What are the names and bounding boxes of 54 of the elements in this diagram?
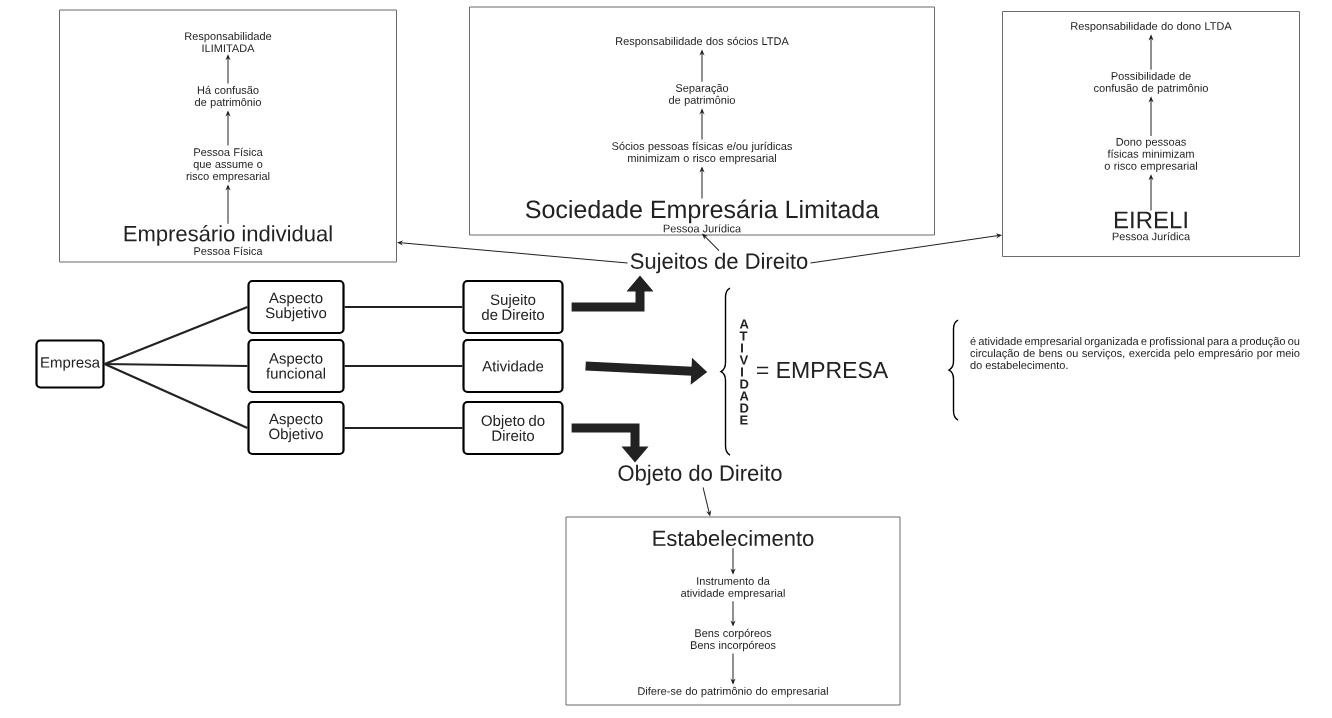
heading-text: Sujeitos de Direito: [630, 252, 808, 274]
arrow: [731, 547, 735, 574]
vertical-text: ATIVIDADE: [739, 319, 749, 425]
connector-line: [344, 305, 463, 309]
connector-line: [344, 426, 463, 430]
step-text: Dono pessoas físicas minimizam o risco empresarial: [1104, 138, 1197, 172]
step-text: Responsabilidade dos sócios LTDA: [616, 36, 789, 48]
arrow: [226, 111, 230, 147]
arrow: [226, 185, 230, 225]
step-text: Pessoa Física que assume o risco empresarial: [186, 147, 270, 183]
panel-frame: [565, 516, 901, 706]
arrow: [226, 55, 230, 85]
step-text: Difere-se do patrimônio do empresarial: [638, 686, 828, 698]
connector-line: [104, 362, 248, 368]
panel-frame: [59, 9, 397, 263]
panel-frame: [1002, 11, 1300, 257]
rounded-box: Aspecto funcional: [247, 338, 345, 394]
arrow: [731, 652, 735, 684]
step-text: Possibilidade de confusão de patrimônio: [1094, 71, 1208, 95]
step-text: Há confusão de patrimônio: [195, 85, 261, 109]
step-text: Responsabilidade ILIMITADA: [185, 32, 272, 52]
arrow: [702, 486, 711, 516]
heading-text: = EMPRESA: [757, 361, 889, 379]
arrow: [700, 167, 704, 199]
arrow: [397, 241, 629, 264]
arrow: [1149, 97, 1153, 137]
arrow: [1149, 35, 1153, 71]
heading-text: Empresário individual Pessoa Física: [124, 225, 332, 255]
step-text: Sócios pessoas físicas e/ou jurídicas minimizam o risco empresarial: [612, 141, 792, 165]
heading-text: Objeto do Direito: [618, 464, 782, 486]
arrow: [1149, 174, 1153, 211]
rounded-box: Aspecto Subjetivo: [247, 279, 345, 335]
rounded-box: Sujeito de Direito: [462, 279, 564, 335]
arrow: [700, 109, 704, 141]
arrow: [731, 600, 735, 626]
rounded-box: Atividade: [462, 338, 564, 394]
rounded-box: Empresa: [35, 339, 105, 389]
heading-text: Estabelecimento: [653, 529, 814, 547]
arrow: [810, 233, 1002, 264]
connector-line: [104, 306, 248, 366]
heading-text: Sociedade Empresária Limitada Pessoa Jurídica: [525, 199, 880, 233]
step-text: Bens corpóreos Bens incorpóreos: [691, 628, 776, 652]
connector-line: [344, 364, 463, 368]
step-text: Separação de patrimônio: [669, 83, 735, 107]
panel-frame: [469, 6, 935, 236]
connector-line: [104, 363, 248, 429]
arrow: [702, 234, 720, 252]
step-text: Instrumento da atividade empresarial: [681, 576, 785, 600]
rounded-box: Aspecto Objetivo: [247, 400, 345, 456]
definition-text: é atividade empresarial organizada e profissional para a produção ou circulação de bens ou serviços, exercida pelo empresário por meio do estabelecimento.: [970, 336, 1300, 370]
arrow: [700, 50, 704, 83]
step-text: Responsabilidade do dono LTDA: [1071, 21, 1232, 33]
rounded-box: Objeto do Direito: [462, 400, 564, 456]
heading-text: EIRELI Pessoa Jurídica: [1112, 211, 1191, 241]
